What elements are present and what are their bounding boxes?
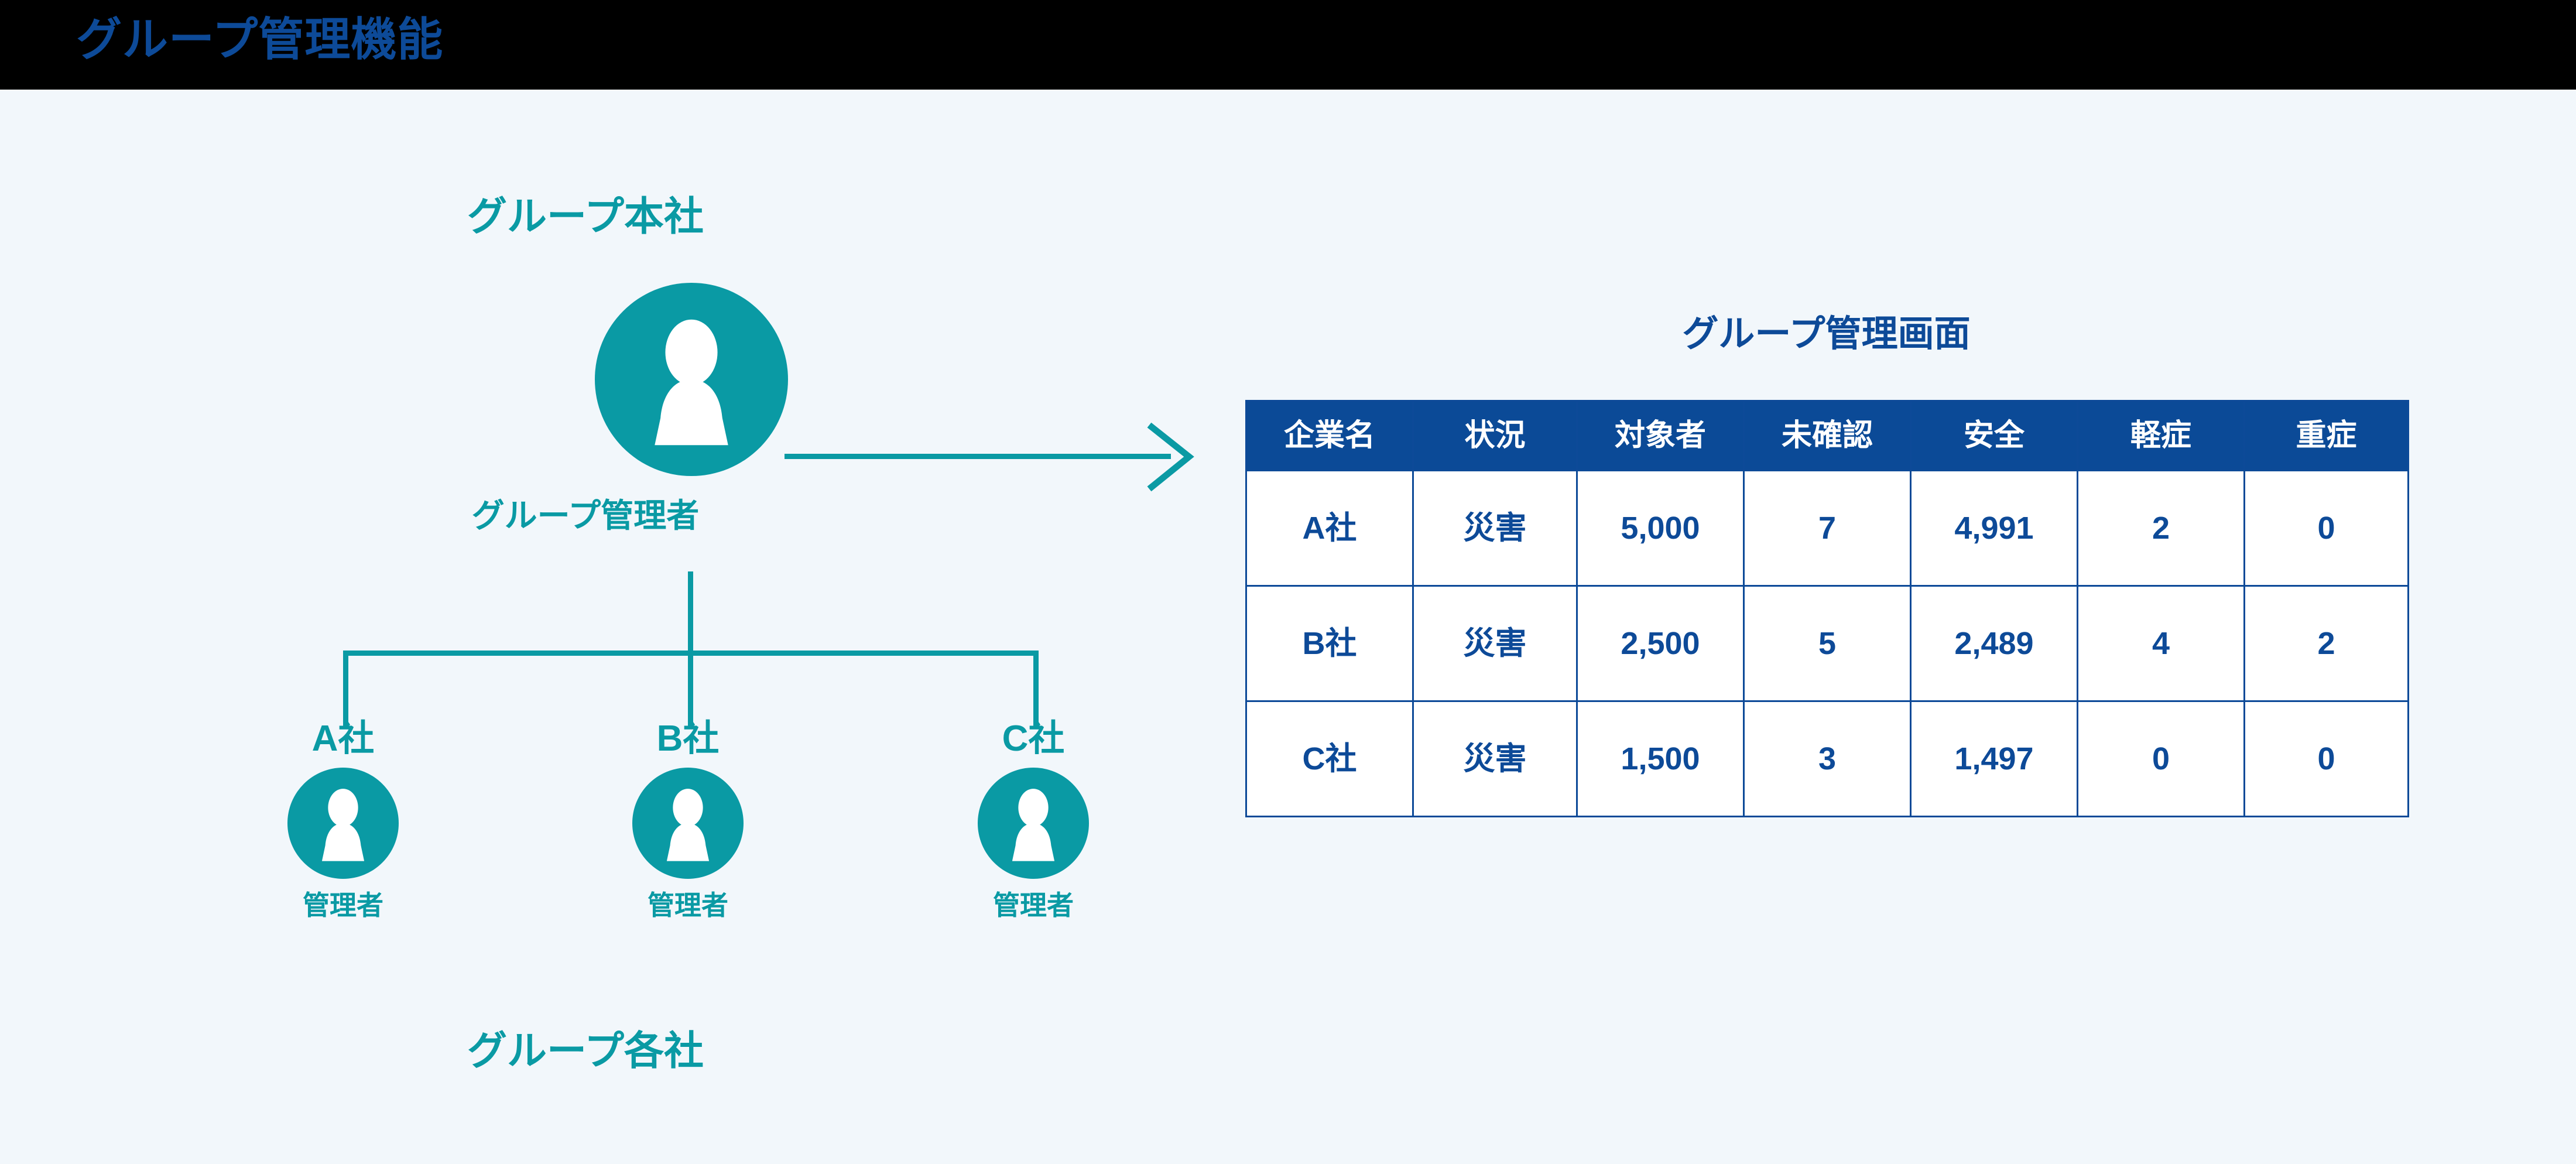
company-name-c: C社 xyxy=(1002,718,1065,759)
page-title: グループ管理機能 xyxy=(76,13,444,65)
group-companies-caption: グループ各社 xyxy=(467,1029,704,1073)
cell-company: C社 xyxy=(1245,700,1414,817)
cell-safe: 2,489 xyxy=(1910,585,2078,702)
cell-target: 2,500 xyxy=(1576,585,1745,702)
title-bar: グループ管理機能 xyxy=(0,0,2576,90)
column-header-safe: 安全 xyxy=(1910,400,2078,471)
hq-role-label: グループ管理者 xyxy=(471,497,700,534)
company-avatar-c xyxy=(978,768,1089,879)
column-header-unconfirmed: 未確認 xyxy=(1743,400,1912,471)
table-row: A社 災害 5,000 7 4,991 2 0 xyxy=(1245,470,2409,587)
cell-severe: 0 xyxy=(2243,470,2409,587)
company-name-b: B社 xyxy=(656,718,720,759)
company-node-a: A社 管理者 xyxy=(238,721,448,919)
person-icon xyxy=(321,789,365,861)
arrow-right-shaft xyxy=(785,454,1171,459)
cell-company: A社 xyxy=(1245,470,1414,587)
group-management-table-panel: 企業名 状況 対象者 未確認 安全 軽症 重症 A社 災害 5,000 7 4,… xyxy=(1245,400,2409,817)
cell-unconfirmed: 7 xyxy=(1743,470,1912,587)
table-header-row: 企業名 状況 対象者 未確認 安全 軽症 重症 xyxy=(1245,400,2409,471)
table-row: B社 災害 2,500 5 2,489 4 2 xyxy=(1245,585,2409,702)
company-role-a: 管理者 xyxy=(303,890,383,920)
org-diagram: グループ本社 グループ管理者 A社 xyxy=(0,90,1229,1164)
cell-status: 災害 xyxy=(1412,470,1578,587)
column-header-company: 企業名 xyxy=(1245,400,1414,471)
column-header-minor: 軽症 xyxy=(2077,400,2245,471)
connector-drop-c xyxy=(1033,651,1039,727)
connector-drop-a xyxy=(343,651,348,727)
cell-company: B社 xyxy=(1245,585,1414,702)
person-icon xyxy=(1012,789,1055,861)
cell-safe: 1,497 xyxy=(1910,700,2078,817)
hq-title-label: グループ本社 xyxy=(467,194,704,239)
person-icon xyxy=(666,789,710,861)
company-role-c: 管理者 xyxy=(993,890,1074,920)
column-header-severe: 重症 xyxy=(2243,400,2409,471)
group-management-table: 企業名 状況 対象者 未確認 安全 軽症 重症 A社 災害 5,000 7 4,… xyxy=(1245,400,2409,817)
cell-target: 5,000 xyxy=(1576,470,1745,587)
table-row: C社 災害 1,500 3 1,497 0 0 xyxy=(1245,700,2409,817)
connector-trunk xyxy=(688,571,693,653)
cell-status: 災害 xyxy=(1412,700,1578,817)
cell-severe: 0 xyxy=(2243,700,2409,817)
cell-status: 災害 xyxy=(1412,585,1578,702)
cell-severe: 2 xyxy=(2243,585,2409,702)
cell-minor: 4 xyxy=(2077,585,2245,702)
company-role-b: 管理者 xyxy=(648,890,728,920)
cell-safe: 4,991 xyxy=(1910,470,2078,587)
hq-avatar xyxy=(595,283,788,476)
cell-target: 1,500 xyxy=(1576,700,1745,817)
cell-unconfirmed: 3 xyxy=(1743,700,1912,817)
cell-minor: 2 xyxy=(2077,470,2245,587)
connector-drop-b xyxy=(688,651,693,727)
company-avatar-b xyxy=(632,768,744,879)
column-header-status: 状況 xyxy=(1412,400,1578,471)
cell-minor: 0 xyxy=(2077,700,2245,817)
company-name-a: A社 xyxy=(311,718,375,759)
column-header-target: 対象者 xyxy=(1576,400,1745,471)
company-node-b: B社 管理者 xyxy=(583,721,793,919)
person-icon xyxy=(655,319,728,446)
table-title: グループ管理画面 xyxy=(1682,314,1971,354)
cell-unconfirmed: 5 xyxy=(1743,585,1912,702)
company-avatar-a xyxy=(287,768,399,879)
arrow-right-icon xyxy=(1145,420,1197,494)
company-node-c: C社 管理者 xyxy=(928,721,1139,919)
